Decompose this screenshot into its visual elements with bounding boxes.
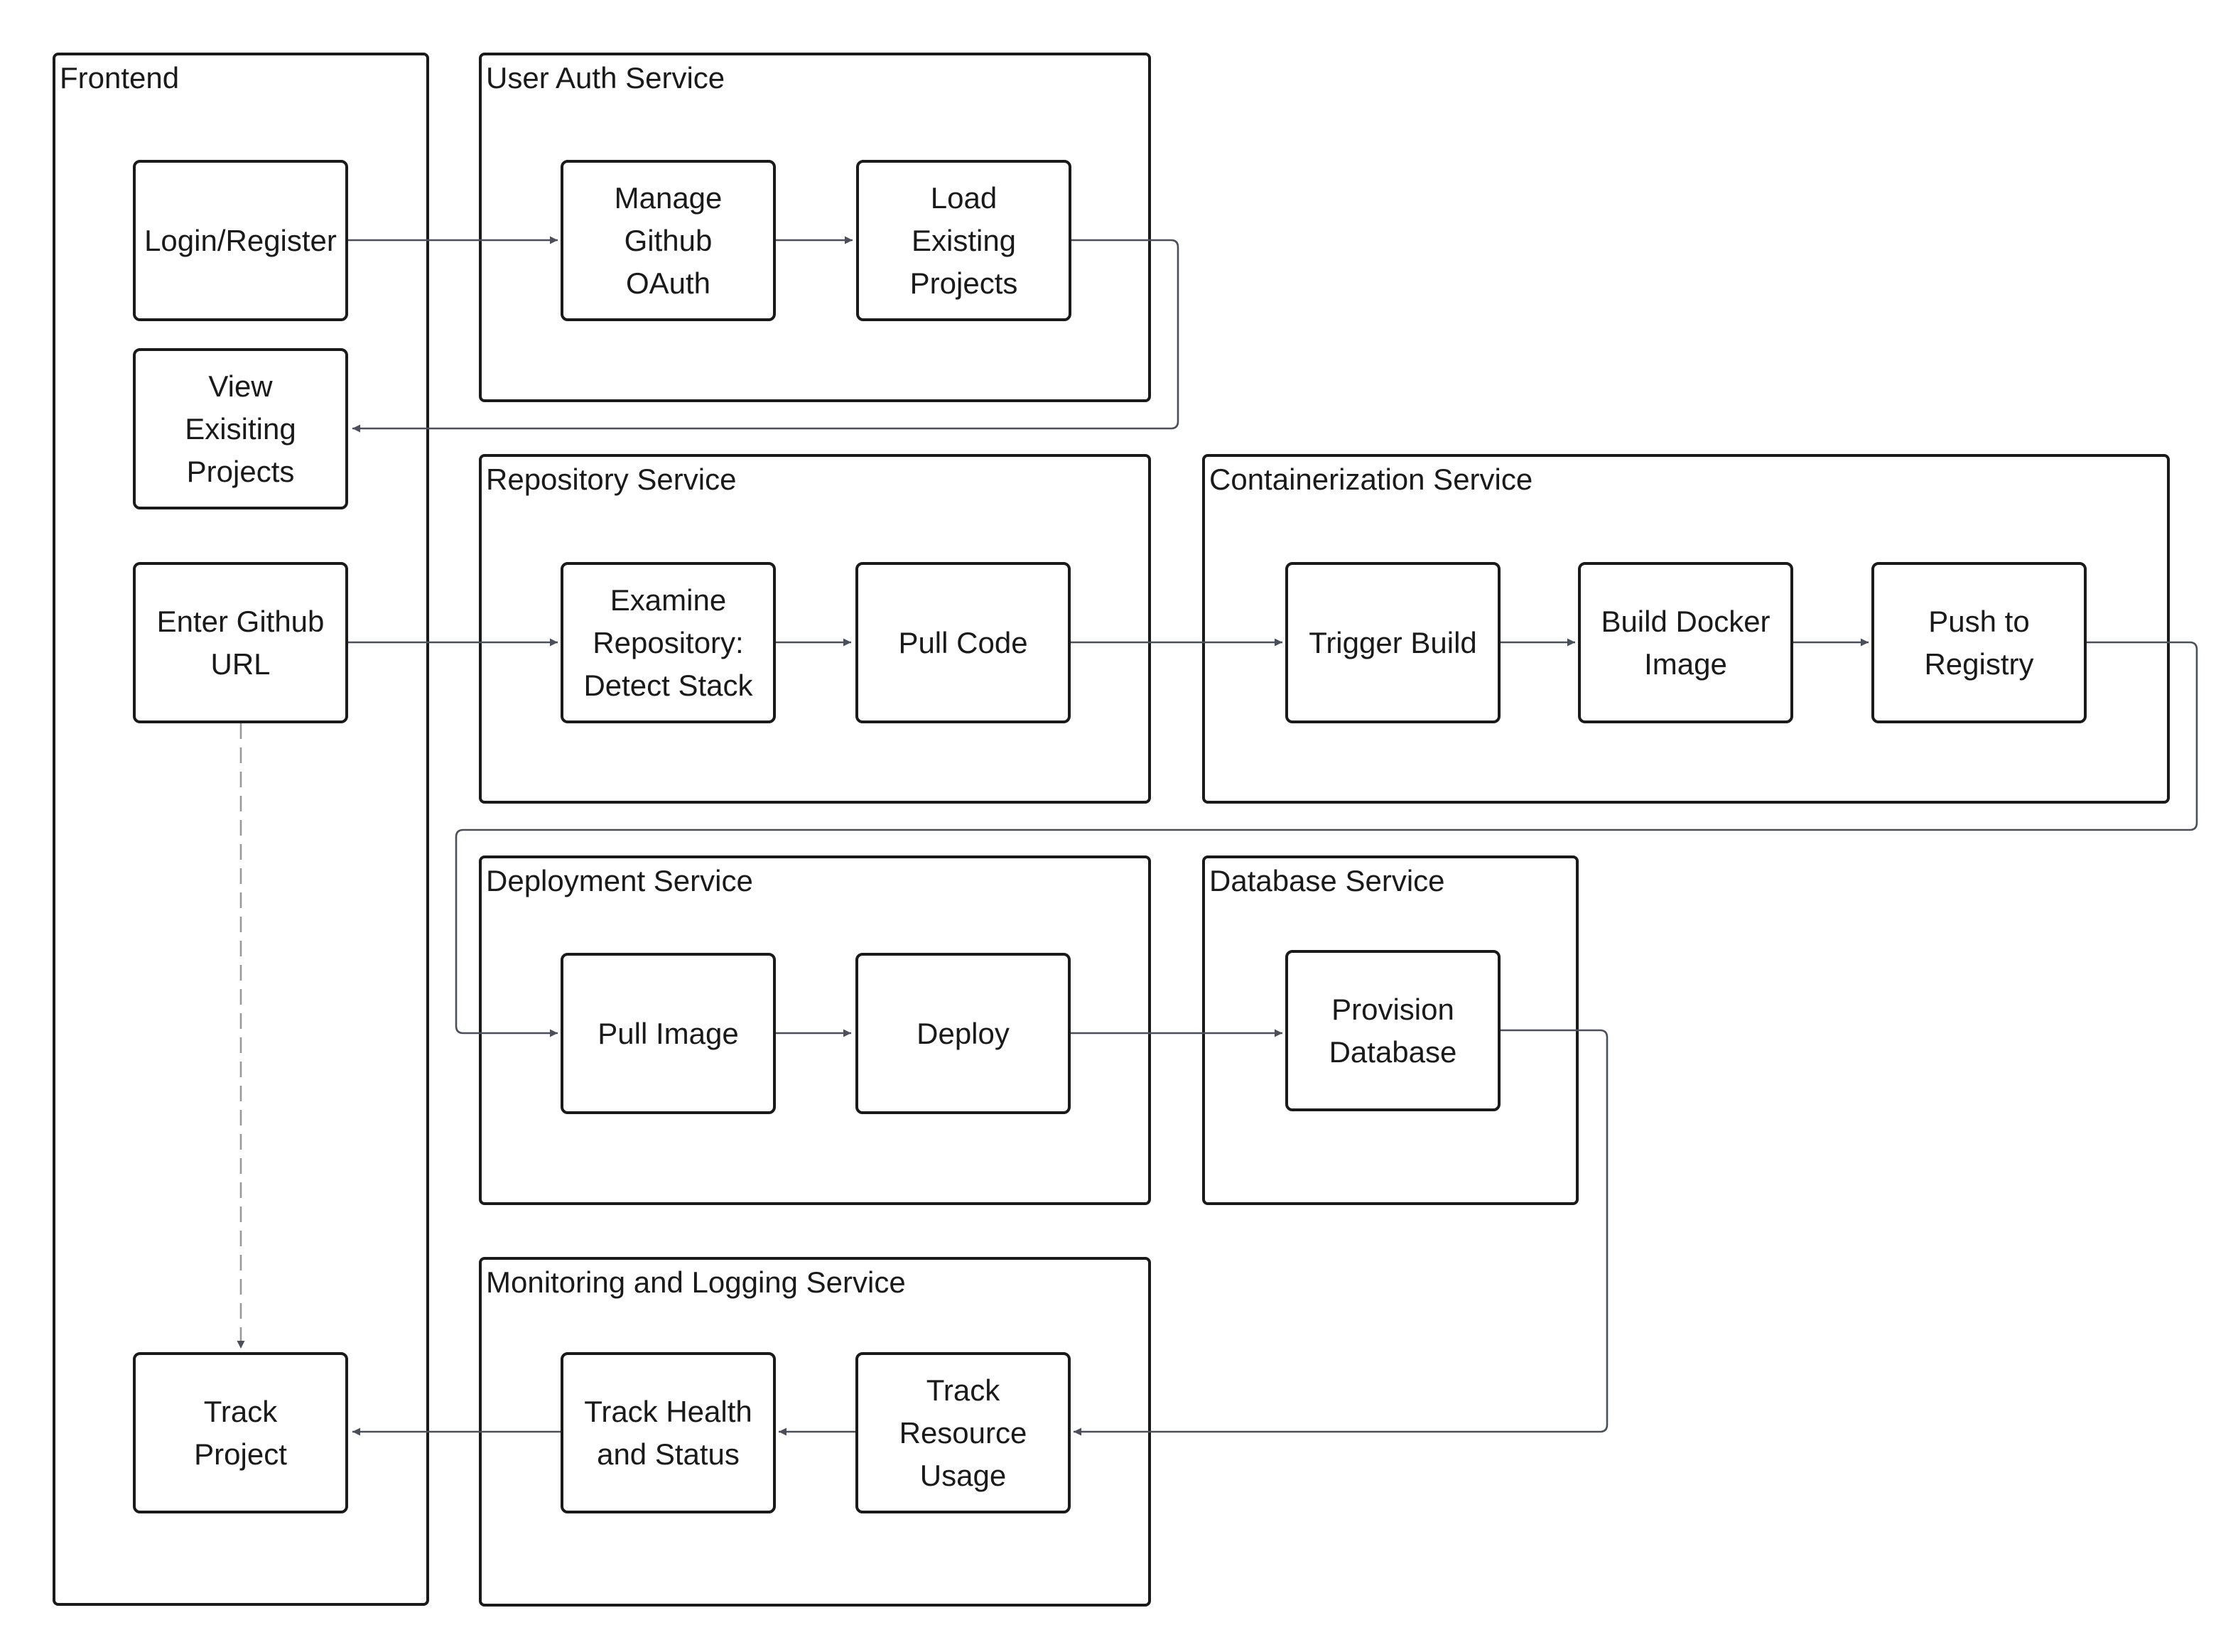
- node-track-resource-usage[interactable]: Track Resource Usage: [855, 1352, 1071, 1513]
- node-enter-github-url-label: Enter Github URL: [156, 604, 325, 681]
- node-pull-image-label: Pull Image: [598, 1016, 739, 1050]
- node-pull-code[interactable]: Pull Code: [855, 562, 1071, 723]
- node-deploy-label: Deploy: [917, 1016, 1010, 1050]
- node-manage-github-oauth-label: Manage Github OAuth: [614, 180, 723, 300]
- node-push-to-registry-label: Push to Registry: [1924, 604, 2034, 681]
- node-trigger-build[interactable]: Trigger Build: [1285, 562, 1501, 723]
- node-load-existing-projects[interactable]: Load Existing Projects: [856, 160, 1071, 321]
- node-provision-database-label: Provision Database: [1329, 992, 1457, 1069]
- group-frontend-label: Frontend: [60, 61, 180, 95]
- group-user-auth-service-label: User Auth Service: [486, 61, 725, 95]
- node-push-to-registry[interactable]: Push to Registry: [1871, 562, 2087, 723]
- group-monitoring-logging-service-label: Monitoring and Logging Service: [486, 1265, 906, 1299]
- node-view-existing-projects[interactable]: View Exisiting Projects: [133, 348, 348, 509]
- node-examine-repository-label: Examine Repository: Detect Stack: [583, 583, 753, 702]
- group-deployment-service-label: Deployment Service: [486, 864, 753, 897]
- node-login-register[interactable]: Login/Register: [133, 160, 348, 321]
- node-track-health-status[interactable]: Track Health and Status: [561, 1352, 776, 1513]
- node-login-register-label: Login/Register: [144, 223, 337, 257]
- node-track-project-label: Track Project: [194, 1394, 287, 1471]
- node-track-project[interactable]: Track Project: [133, 1352, 348, 1513]
- node-build-docker-image[interactable]: Build Docker Image: [1578, 562, 1793, 723]
- node-provision-database[interactable]: Provision Database: [1285, 950, 1501, 1111]
- node-track-resource-usage-label: Track Resource Usage: [899, 1373, 1027, 1492]
- node-trigger-build-label: Trigger Build: [1309, 625, 1477, 659]
- node-enter-github-url[interactable]: Enter Github URL: [133, 562, 348, 723]
- group-database-service-label: Database Service: [1209, 864, 1445, 897]
- node-manage-github-oauth[interactable]: Manage Github OAuth: [561, 160, 776, 321]
- node-deploy[interactable]: Deploy: [855, 953, 1071, 1114]
- node-track-health-status-label: Track Health and Status: [584, 1394, 752, 1471]
- node-load-existing-projects-label: Load Existing Projects: [909, 180, 1018, 300]
- node-pull-code-label: Pull Code: [898, 625, 1028, 659]
- node-pull-image[interactable]: Pull Image: [561, 953, 776, 1114]
- node-build-docker-image-label: Build Docker Image: [1601, 604, 1771, 681]
- group-repository-service-label: Repository Service: [486, 463, 737, 496]
- node-view-existing-projects-label: View Exisiting Projects: [185, 369, 296, 488]
- group-containerization-service-label: Containerization Service: [1209, 463, 1533, 496]
- node-examine-repository[interactable]: Examine Repository: Detect Stack: [561, 562, 776, 723]
